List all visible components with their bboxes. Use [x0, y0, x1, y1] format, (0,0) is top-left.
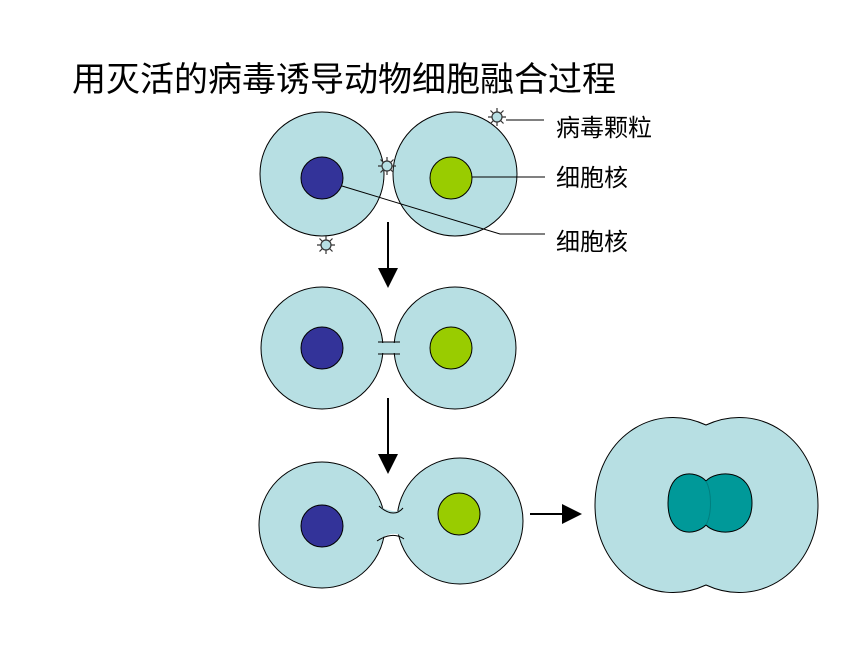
- diagram-title: 用灭活的病毒诱导动物细胞融合过程: [72, 60, 616, 100]
- nucleus-blue-stage2: [300, 326, 344, 370]
- label-virus-particle: 病毒颗粒: [556, 114, 652, 142]
- stage-1-separate-cells: [259, 107, 545, 255]
- virus-icon: [316, 235, 336, 255]
- stage-4-fused-cell: [594, 416, 819, 594]
- nucleus-green-stage2: [429, 326, 473, 370]
- label-nucleus-green: 细胞核: [556, 164, 628, 192]
- stage-3-bridge-widening: [258, 457, 524, 589]
- virus-icon: [377, 156, 397, 176]
- nucleus-blue-stage1: [300, 156, 344, 200]
- label-nucleus-blue: 细胞核: [556, 228, 628, 256]
- nucleus-green-stage3: [437, 492, 481, 536]
- leader-nucleus-blue: [341, 185, 545, 235]
- nucleus-blue-stage3: [300, 504, 344, 548]
- nucleus-green-stage1: [429, 156, 473, 200]
- stage-2-bridge-forming: [260, 286, 517, 410]
- virus-icon: [487, 107, 507, 127]
